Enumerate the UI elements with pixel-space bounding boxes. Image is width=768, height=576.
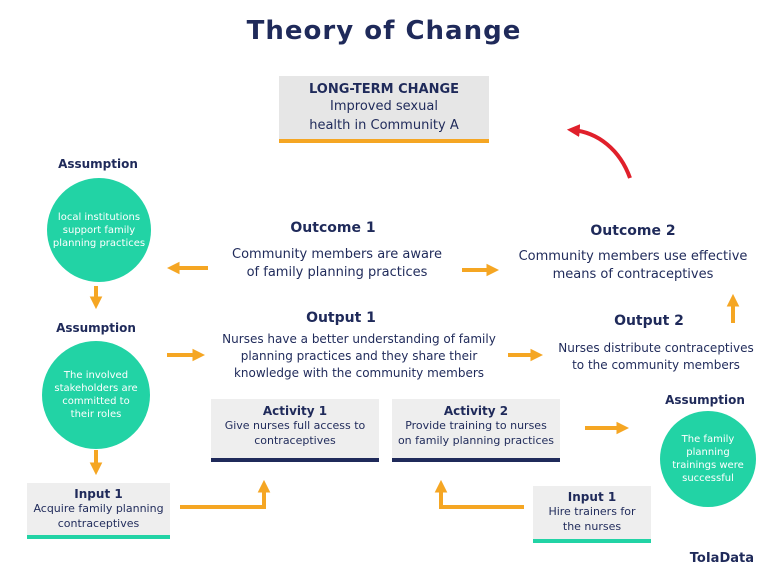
arrow-input1-left-to-activity1 (180, 479, 271, 509)
long-term-change-heading: LONG-TERM CHANGE (308, 82, 460, 97)
output-1-text: Nurses have a better understanding of fa… (206, 331, 512, 382)
assumption-2-line: stakeholders are (54, 383, 138, 394)
arrow-input1-right-to-activity2 (434, 479, 524, 509)
page-title: Theory of Change (246, 16, 522, 46)
activity-1-heading: Activity 1 (262, 404, 328, 418)
output-2-text: Nurses distribute contraceptives to the … (546, 340, 766, 374)
arrow-red-curve (566, 124, 632, 179)
input-1-right-heading: Input 1 (567, 490, 617, 504)
assumption-1-line: planning practices (52, 237, 146, 249)
outcome-1-text: Community members are aware of family pl… (212, 246, 462, 282)
output-2-line2: to the community members (572, 358, 740, 372)
activity-2-line1: Provide training to nurses (405, 419, 547, 432)
assumption-3-line: trainings were (672, 460, 744, 471)
assumption-1-label: Assumption (58, 157, 138, 171)
outcome-2-line1: Community members use effective (518, 249, 748, 264)
output-1-heading: Output 1 (306, 310, 376, 326)
outcome-2-heading: Outcome 2 (590, 223, 676, 239)
activity-2-line2: on family planning practices (397, 434, 555, 447)
output-1-line3: knowledge with the community members (233, 366, 485, 380)
brand-logo: ToIaData (689, 551, 754, 566)
output-2-heading: Output 2 (614, 313, 684, 329)
activity-2-heading: Activity 2 (443, 404, 509, 418)
assumption-3-line: successful (682, 473, 734, 484)
assumption-3-label: Assumption (665, 393, 745, 407)
input-1-right-line2: the nurses (562, 520, 622, 533)
assumption-1-circle: local institutions support family planni… (47, 178, 151, 282)
assumption-2-circle: The involved stakeholders are committed … (42, 341, 150, 449)
activity-1-line2: contraceptives (254, 434, 336, 447)
assumption-2-label: Assumption (56, 321, 136, 335)
input-1-left-box: Input 1 Acquire family planning contrace… (27, 483, 170, 539)
long-term-change-box: LONG-TERM CHANGE Improved sexual health … (279, 76, 489, 143)
input-1-left-line1: Acquire family planning (33, 502, 164, 515)
assumption-2-line: The involved (63, 370, 129, 381)
long-term-change-line2: health in Community A (309, 118, 459, 133)
assumption-3-circle: The family planning trainings were succe… (660, 411, 756, 507)
output-2-line1: Nurses distribute contraceptives (558, 341, 754, 355)
outcome-1-line2: of family planning practices (246, 265, 428, 280)
outcome-2-line2: means of contraceptives (552, 267, 714, 282)
activity-1-box: Activity 1 Give nurses full access to co… (211, 399, 379, 462)
output-1-line2: planning practices and they share their (240, 349, 478, 363)
outcome-1-heading: Outcome 1 (290, 220, 376, 236)
assumption-2-line: committed to (62, 396, 130, 407)
input-1-right-line1: Hire trainers for (548, 505, 636, 518)
input-1-left-line2: contraceptives (57, 517, 140, 530)
outcome-1-line1: Community members are aware (232, 247, 442, 262)
activity-1-line1: Give nurses full access to (224, 419, 366, 432)
long-term-change-line1: Improved sexual (330, 99, 438, 114)
assumption-1-line: support family (62, 224, 136, 236)
output-1-line1: Nurses have a better understanding of fa… (222, 332, 496, 346)
assumption-3-line: planning (686, 447, 730, 458)
input-1-left-heading: Input 1 (74, 487, 123, 501)
assumption-3-line: The family (681, 434, 735, 445)
activity-2-box: Activity 2 Provide training to nurses on… (392, 399, 560, 462)
outcome-2-text: Community members use effective means of… (500, 248, 766, 284)
assumption-1-line: local institutions (57, 211, 141, 223)
assumption-2-line: their roles (70, 409, 122, 420)
input-1-right-box: Input 1 Hire trainers for the nurses (533, 486, 651, 543)
